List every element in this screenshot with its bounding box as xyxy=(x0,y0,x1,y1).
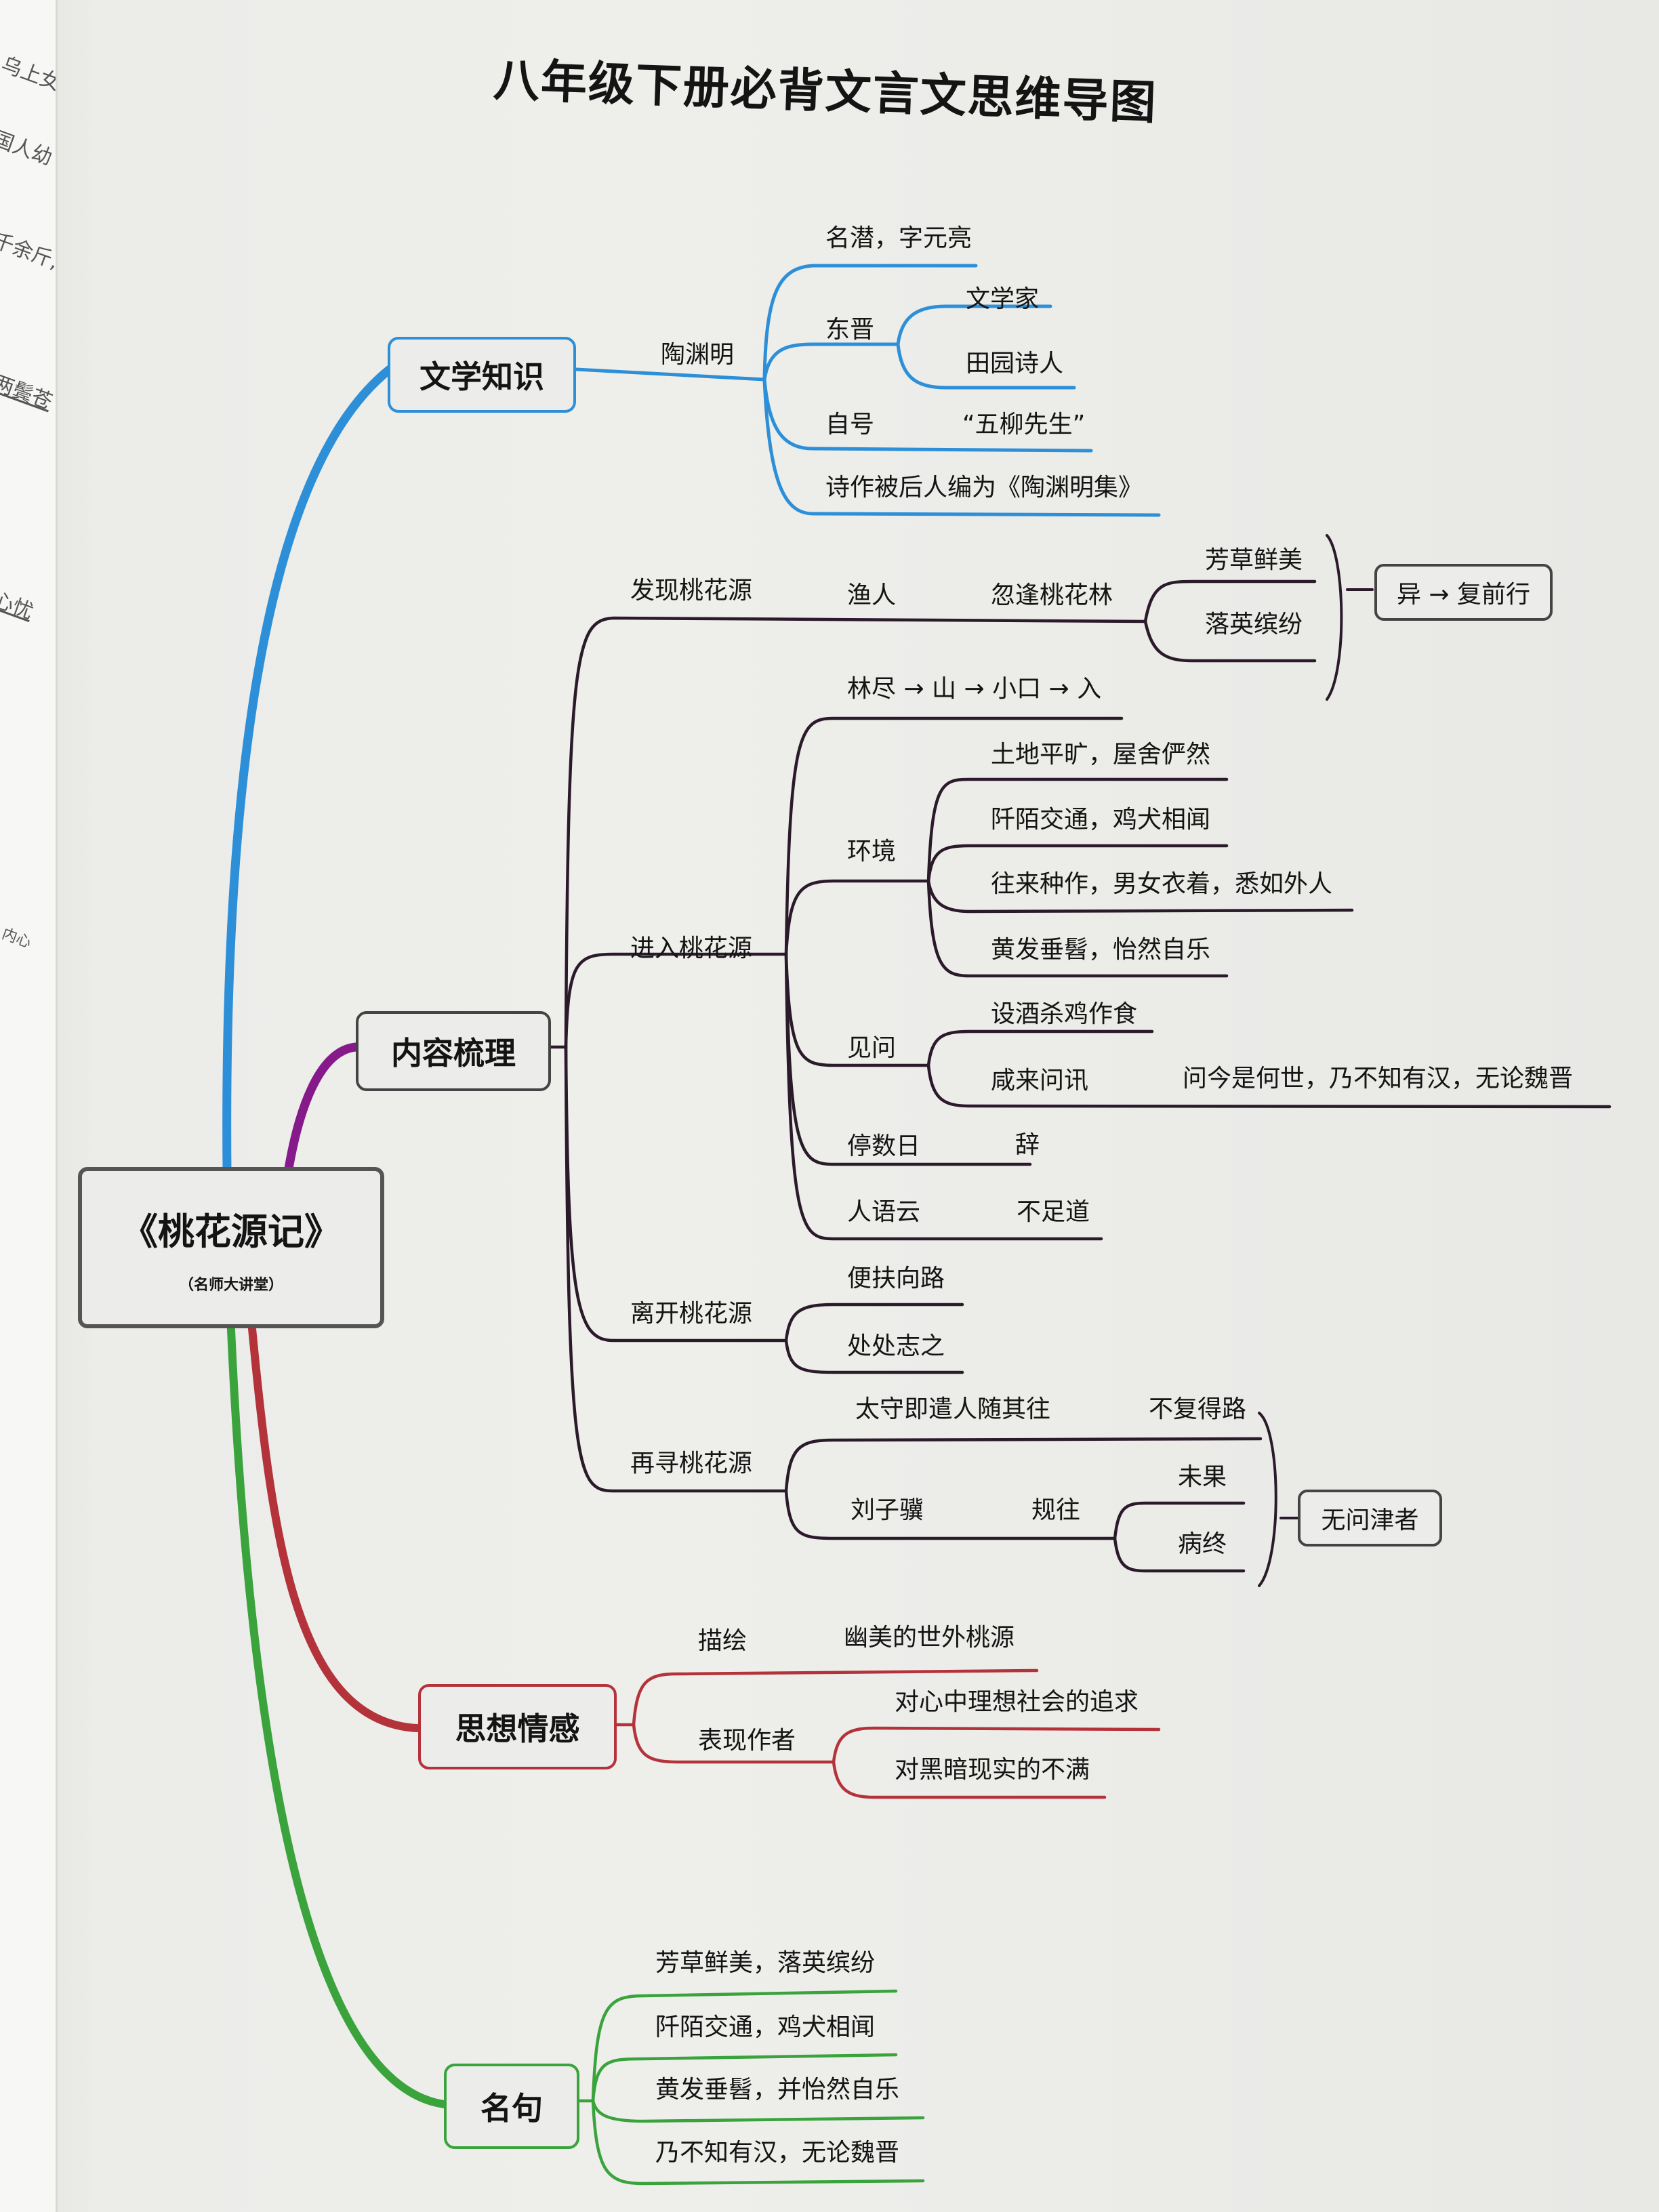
node-enter: 进入桃花源 xyxy=(630,935,753,962)
root-subtitle: （名师大讲堂） xyxy=(178,1276,283,1294)
node-describe: 描绘 xyxy=(698,1627,747,1655)
node-governor: 太守即遣人随其往 xyxy=(855,1395,1051,1423)
node-peach-forest: 忽逢桃花林 xyxy=(991,581,1113,609)
node-wonder-result[interactable]: 异 → 复前行 xyxy=(1374,564,1553,621)
node-label: 无问津者 xyxy=(1321,1507,1419,1534)
env-item: 土地平旷，屋舍俨然 xyxy=(991,741,1211,769)
leave-item: 便扶向路 xyxy=(847,1265,945,1292)
env-item: 黄发垂髫，怡然自乐 xyxy=(991,936,1211,964)
node-label: 文学知识 xyxy=(419,359,544,395)
node-lost-way: 不复得路 xyxy=(1149,1395,1247,1423)
facing-page-edge: 乌上女 国人幼 千余斤, 两鬓苍 心忧 内心 xyxy=(0,0,58,2212)
node-literary-knowledge[interactable]: 文学知识 xyxy=(388,337,576,413)
node-environment: 环境 xyxy=(847,838,897,865)
node-wuliu: “五柳先生” xyxy=(962,411,1086,438)
node-no-visitors[interactable]: 无问津者 xyxy=(1298,1490,1442,1547)
node-discover: 发现桃花源 xyxy=(630,577,753,605)
node-paradise: 幽美的世外桃源 xyxy=(844,1624,1015,1652)
node-path: 林尽 → 山 → 小口 → 入 xyxy=(847,675,1102,703)
node-stay: 停数日 xyxy=(847,1132,921,1160)
env-item: 阡陌交通，鸡犬相闻 xyxy=(991,806,1211,834)
node-pastoral-poet: 田园诗人 xyxy=(966,350,1064,377)
root-node[interactable]: 《桃花源记》 （名师大讲堂） xyxy=(78,1167,384,1328)
leave-item: 处处志之 xyxy=(847,1332,945,1360)
node-petals: 落英缤纷 xyxy=(1205,611,1303,638)
node-farewell: 辞 xyxy=(1015,1131,1040,1159)
node-content[interactable]: 内容梳理 xyxy=(356,1011,551,1091)
quote-item: 阡陌交通，鸡犬相闻 xyxy=(655,2013,876,2041)
node-see-ask: 见问 xyxy=(847,1034,897,1062)
node-plan-go: 规往 xyxy=(1031,1496,1081,1524)
node-leave: 离开桃花源 xyxy=(630,1300,753,1328)
node-author: 陶渊明 xyxy=(661,341,735,369)
root-title: 《桃花源记》 xyxy=(121,1210,341,1253)
node-quotes[interactable]: 名句 xyxy=(444,2064,579,2149)
node-liu-ziji: 刘子骥 xyxy=(851,1496,924,1524)
node-label: 思想情感 xyxy=(455,1711,580,1747)
node-name-courtesy: 名潜，字元亮 xyxy=(825,224,972,252)
see-ask-item: 设酒杀鸡作食 xyxy=(991,1000,1138,1028)
node-dynasty: 东晋 xyxy=(825,316,875,344)
node-express: 表现作者 xyxy=(698,1727,796,1755)
node-not-worth: 不足道 xyxy=(1017,1198,1090,1226)
quote-item: 黄发垂髫，并怡然自乐 xyxy=(655,2076,900,2104)
node-writer: 文学家 xyxy=(966,285,1040,313)
env-item: 往来种作，男女衣着，悉如外人 xyxy=(991,870,1333,898)
node-fisherman: 渔人 xyxy=(847,581,897,609)
node-label: 内容梳理 xyxy=(391,1035,516,1071)
node-seek: 再寻桃花源 xyxy=(630,1450,753,1477)
node-ask-detail: 问今是何世，乃不知有汉，无论魏晋 xyxy=(1183,1065,1574,1092)
node-people-say: 人语云 xyxy=(847,1198,921,1226)
quote-item: 芳草鲜美，落英缤纷 xyxy=(655,1949,876,1977)
liu-result: 未果 xyxy=(1178,1463,1227,1491)
express-item: 对心中理想社会的追求 xyxy=(895,1688,1139,1716)
node-self-title: 自号 xyxy=(825,411,875,438)
express-item: 对黑暗现实的不满 xyxy=(895,1756,1090,1784)
node-grass: 芳草鲜美 xyxy=(1205,546,1303,574)
node-collection: 诗作被后人编为《陶渊明集》 xyxy=(825,474,1143,501)
see-ask-item: 咸来问讯 xyxy=(991,1067,1089,1094)
quote-item: 乃不知有汉，无论魏晋 xyxy=(655,2139,900,2167)
node-label: 名句 xyxy=(480,2090,543,2127)
node-label: 异 → 复前行 xyxy=(1396,581,1531,609)
liu-result: 病终 xyxy=(1178,1530,1227,1558)
node-emotion[interactable]: 思想情感 xyxy=(418,1684,617,1769)
